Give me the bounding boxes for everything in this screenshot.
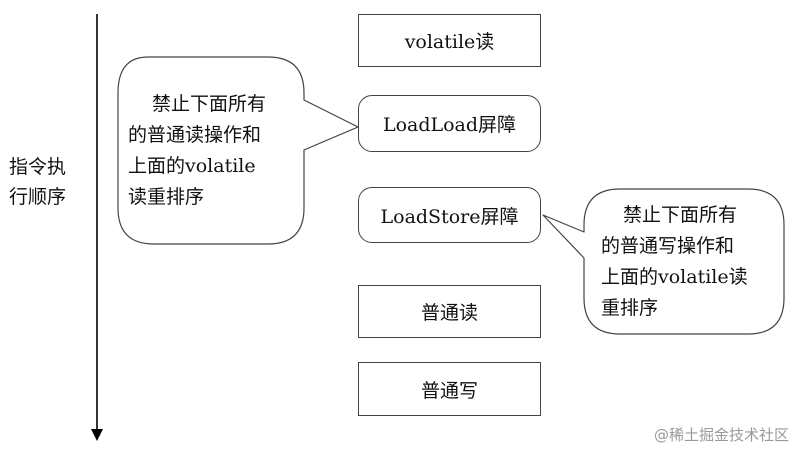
right-bubble-line-4: 重排序 — [601, 297, 659, 319]
right-bubble-line-1: 禁止下面所有 — [623, 204, 738, 226]
loadload-barrier-box: LoadLoad屏障 — [358, 95, 541, 152]
left-bubble-text: 禁止下面所有 的普通读操作和 上面的volatile 读重排序 — [128, 89, 266, 213]
normal-read-box: 普通读 — [358, 285, 541, 338]
left-bubble-line-4: 读重排序 — [128, 186, 205, 208]
axis-label-line-2: 行顺序 — [9, 186, 67, 208]
volatile-read-label: volatile读 — [404, 31, 495, 53]
axis-label-line-1: 指令执 — [9, 156, 67, 178]
execution-order-arrowhead — [91, 429, 103, 441]
right-bubble-shape — [542, 188, 785, 335]
loadload-barrier-label: LoadLoad屏障 — [382, 114, 517, 136]
right-bubble-text: 禁止下面所有 的普通写操作和 上面的volatile读 重排序 — [601, 200, 748, 324]
right-bubble-line-2: 的普通写操作和 — [601, 235, 735, 257]
normal-write-label: 普通写 — [420, 379, 478, 402]
execution-order-label: 指令执 行顺序 — [9, 152, 66, 212]
left-bubble-line-1: 禁止下面所有 — [152, 93, 267, 115]
loadstore-barrier-label: LoadStore屏障 — [380, 205, 519, 228]
normal-read-label: 普通读 — [420, 302, 478, 324]
watermark: @稀土掘金技术社区 — [653, 426, 789, 444]
left-bubble-line-2: 的普通读操作和 — [128, 124, 262, 146]
left-bubble-shape — [117, 56, 359, 245]
left-bubble-line-3: 上面的volatile — [128, 155, 256, 177]
loadstore-barrier-box: LoadStore屏障 — [358, 187, 541, 243]
normal-write-box: 普通写 — [358, 362, 541, 416]
right-bubble-line-3: 上面的volatile读 — [601, 266, 748, 288]
volatile-read-box: volatile读 — [358, 14, 541, 67]
